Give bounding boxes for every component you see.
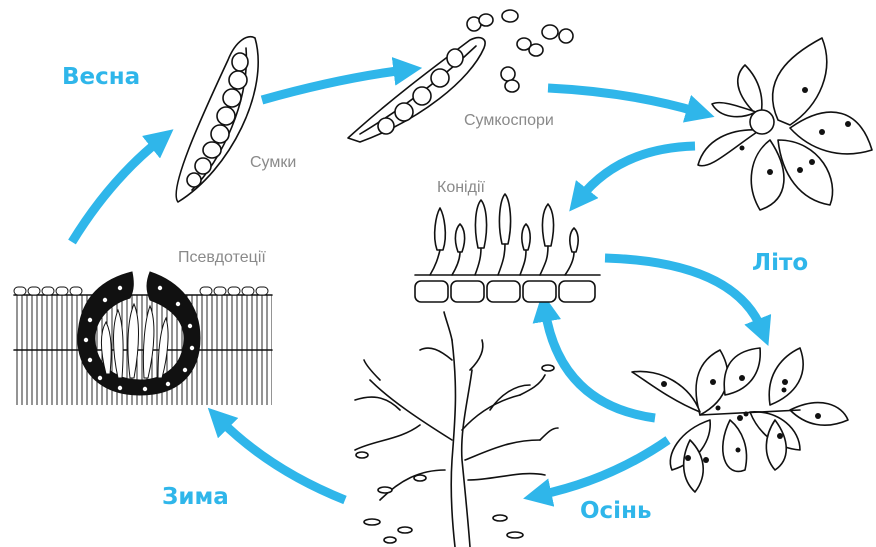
bare-tree-illustration [355,312,558,547]
label-conidia: Конідії [437,179,486,196]
infected-leaves-top [698,38,872,210]
arrow-pseudothecia-to-asci [72,140,160,242]
infected-leaves-bottom [632,348,848,492]
arrow-winter-to-pseudothecia [220,420,345,500]
season-winter: Зима [162,484,229,510]
arrow-ascospores-to-leaves [548,88,698,112]
label-ascospores: Сумкоспори [464,112,554,129]
arrow-autumn-to-tree [540,440,668,495]
label-asci: Сумки [250,154,296,171]
arrow-asci-to-ascospores [262,70,405,100]
arrow-leaves-to-conidia [580,146,695,198]
arrow-conidia-to-summer-leaves [605,258,762,330]
pseudothecium-illustration [14,272,272,405]
label-pseudothecia: Псевдотеції [178,249,266,266]
ascus-illustration [176,37,258,202]
season-summer: Літо [752,250,808,276]
arrow-summer-leaves-to-conidia [545,310,655,418]
conidia-illustration [415,194,600,302]
season-autumn: Осінь [580,498,652,524]
season-spring: Весна [62,64,140,90]
